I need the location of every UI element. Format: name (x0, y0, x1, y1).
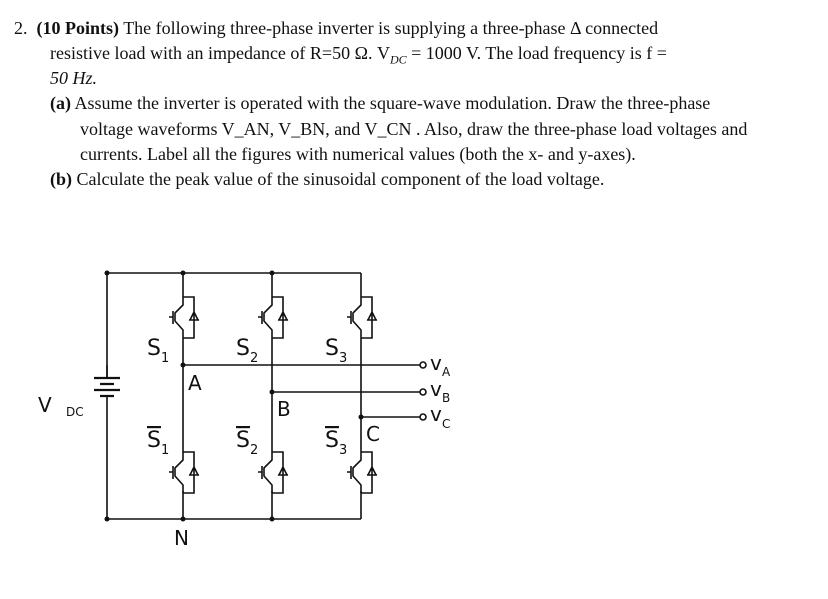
node-c-label: C (366, 422, 380, 446)
output-sub: C (442, 417, 450, 431)
part-b-text: Calculate the peak value of the sinusoid… (76, 169, 605, 189)
problem-text: = 1000 V. The load frequency is f = (406, 43, 667, 63)
node-a-label: A (188, 371, 202, 395)
part-a: (a) Assume the inverter is operated with… (50, 92, 710, 114)
output-vc: v (430, 402, 442, 426)
problem-line-1: 2. (10 Points) The following three-phase… (14, 17, 804, 39)
junction-dots (104, 270, 364, 522)
part-a-label: (a) (50, 93, 71, 113)
switch-bar-label: S (325, 428, 339, 453)
switch-bar-label: S (236, 428, 250, 453)
igbt-switch-icon (169, 451, 200, 494)
switch-label: S (147, 336, 161, 361)
vdc-sub: DC (66, 405, 84, 419)
subscript: DC (389, 52, 407, 67)
part-a-text: currents. Label all the figures with num… (80, 144, 636, 164)
part-b-label: (b) (50, 169, 72, 189)
switch-sub: 3 (339, 351, 347, 366)
points: (10 Points) (36, 18, 120, 38)
problem-text: resistive load with an impedance of R=50… (50, 43, 390, 63)
igbt-switch-icon (347, 296, 378, 339)
output-vb: v (430, 377, 442, 401)
igbt-switch-icon (258, 451, 289, 494)
problem-text: The following three-phase inverter is su… (123, 18, 659, 38)
part-a-text: Assume the inverter is operated with the… (74, 93, 711, 113)
vdc-label: V (38, 393, 52, 417)
switch-sub: 2 (250, 443, 258, 458)
problem-line-2: resistive load with an impedance of R=50… (50, 42, 667, 71)
problem-number: 2. (14, 18, 28, 38)
switch-sub: 3 (339, 443, 347, 458)
output-terminals (419, 361, 427, 421)
switch-sub: 1 (161, 351, 169, 366)
igbt-switch-icon (258, 296, 289, 339)
node-b-label: B (277, 397, 291, 421)
igbt-switch-icon (169, 296, 200, 339)
switch-sub: 2 (250, 351, 258, 366)
switch-bar-label: S (147, 428, 161, 453)
switch-sub: 1 (161, 443, 169, 458)
part-b: (b) Calculate the peak value of the sinu… (50, 168, 604, 190)
dc-source-icon (94, 365, 120, 398)
switch-label: S (325, 336, 339, 361)
problem-line-3: 50 Hz. (50, 68, 98, 88)
output-sub: B (442, 391, 450, 405)
output-sub: A (442, 365, 451, 379)
switch-label: S (236, 336, 250, 361)
igbt-switch-icon (347, 451, 378, 494)
output-va: v (430, 351, 442, 375)
wires (106, 272, 420, 520)
part-a-text: voltage waveforms V_AN, V_BN, and V_CN .… (80, 119, 748, 139)
node-n-label: N (174, 526, 189, 550)
